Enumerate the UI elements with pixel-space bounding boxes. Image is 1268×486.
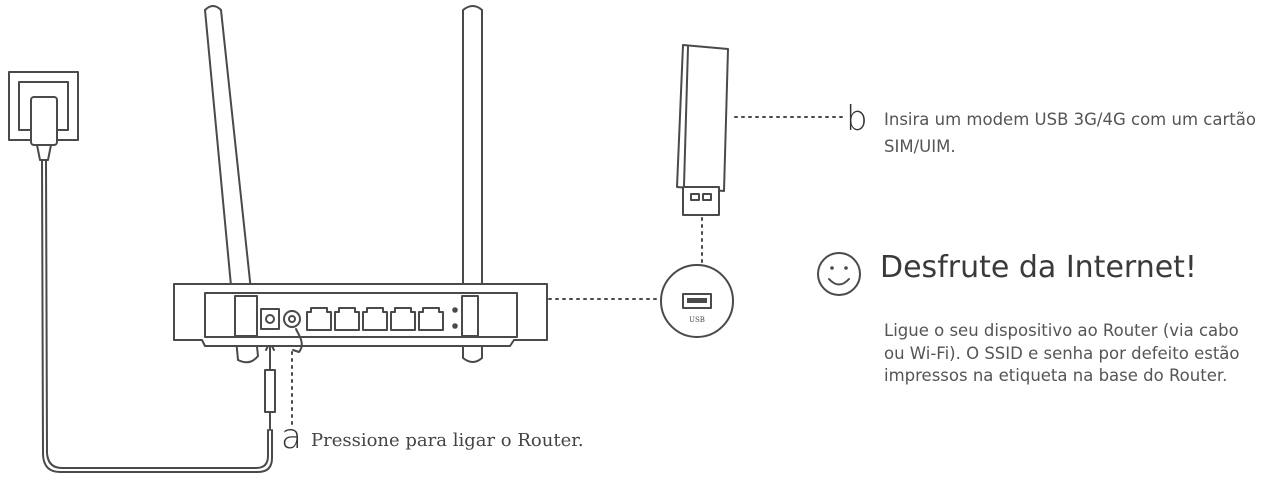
power-button: [283, 310, 301, 328]
power-cable: [41, 159, 273, 473]
enjoy-description: Ligue o seu dispositivo ao Router (via c…: [884, 321, 1240, 385]
step-a-letter: a: [281, 417, 302, 457]
finger-press-icon: [292, 328, 303, 353]
left-antenna-icon: [204, 5, 259, 364]
enjoy-title: Desfrute da Internet!: [880, 250, 1197, 285]
status-dots: [452, 307, 458, 329]
step-b-letter: b: [846, 99, 868, 139]
right-antenna-icon: [462, 5, 483, 363]
step-a-caption: Pressione para ligar o Router.: [311, 430, 584, 451]
usb-modem-icon: [676, 44, 729, 216]
power-plug-icon: [264, 341, 276, 431]
usb-port-label: USB: [689, 316, 705, 324]
smiley-icon: [817, 252, 861, 296]
router-body-icon: [173, 283, 548, 347]
wall-outlet-icon: [8, 71, 79, 161]
usb-port-callout: [660, 264, 734, 338]
ethernet-ports: [306, 307, 444, 331]
dc-power-port: [260, 308, 280, 330]
step-b-caption: Insira um modem USB 3G/4G com um cartão …: [884, 110, 1256, 156]
leader-lines: [291, 116, 847, 426]
